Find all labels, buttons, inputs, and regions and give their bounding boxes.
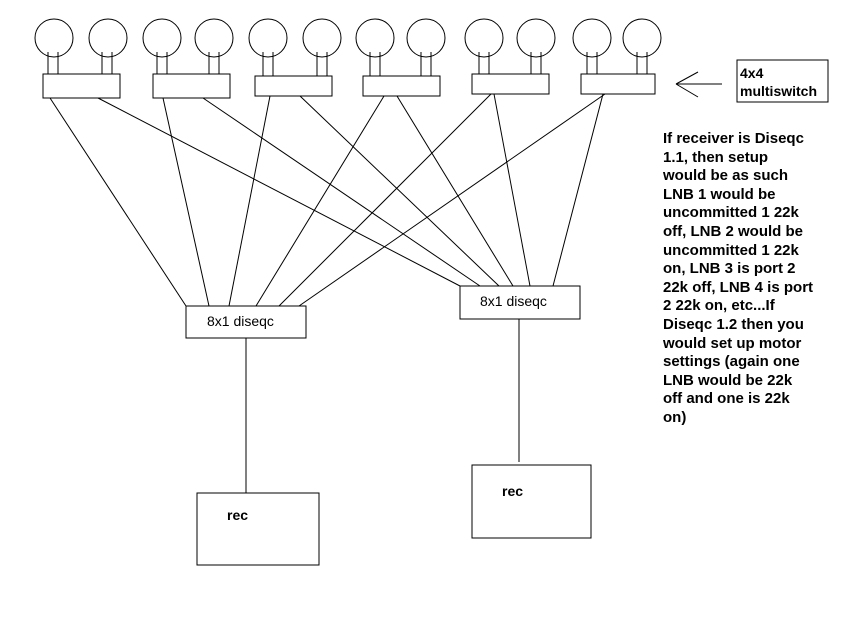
multiswitch-label-line2: multiswitch xyxy=(740,83,818,99)
note-line: off and one is 22k xyxy=(663,390,790,408)
wires-right-diseqc xyxy=(97,93,604,287)
note-line: 2 22k on, etc...If xyxy=(663,297,775,315)
dish-icon xyxy=(302,18,342,58)
note-line: If receiver is Diseqc xyxy=(663,130,804,147)
receiver-right-label: rec xyxy=(502,483,524,499)
dish-group-4 xyxy=(355,18,446,76)
receiver-left-box xyxy=(196,492,320,566)
diseqc-left-label: 8x1 diseqc xyxy=(207,313,274,329)
note-line: uncommitted 1 22k xyxy=(663,241,799,259)
dish-icon xyxy=(248,18,288,58)
dish-group-2 xyxy=(142,18,234,74)
dish-icon xyxy=(622,18,662,58)
note-line: on) xyxy=(663,408,687,426)
dish-icon xyxy=(516,18,556,58)
dish-icon xyxy=(464,18,504,58)
switch-box-1 xyxy=(42,73,121,99)
dish-icon xyxy=(406,18,446,58)
dish-group-1 xyxy=(34,18,128,74)
dish-icon xyxy=(572,18,612,58)
note-line: 1.1, then setup xyxy=(663,148,769,166)
switch-box-5 xyxy=(471,73,550,95)
switch-box-2 xyxy=(152,73,231,99)
dish-group-6 xyxy=(572,18,662,74)
dish-icon xyxy=(34,18,74,58)
switch-box-4 xyxy=(362,75,441,97)
switch-box-3 xyxy=(254,75,333,97)
receiver-right-box xyxy=(471,464,592,539)
diseqc-right-box xyxy=(459,285,581,320)
note-line: on, LNB 3 is port 2 xyxy=(663,260,796,278)
note-line: uncommitted 1 22k xyxy=(663,204,799,222)
note-line: off, LNB 2 would be xyxy=(663,222,803,240)
multiswitch-label: 4x4 multiswitch xyxy=(740,64,817,100)
dish-icon xyxy=(355,18,395,58)
dish-group-5 xyxy=(464,18,556,74)
dish-group-3 xyxy=(248,18,342,76)
wires-left-diseqc xyxy=(49,93,606,307)
note-line: 22k off, LNB 4 is port xyxy=(663,278,814,296)
dish-icon xyxy=(142,18,182,58)
receiver-left-label: rec xyxy=(227,507,249,523)
note-line: would be as such xyxy=(663,167,789,185)
note-line: LNB 1 would be xyxy=(663,185,776,203)
note-line: settings (again one xyxy=(663,353,800,371)
note-line: LNB would be 22k xyxy=(663,371,793,389)
multiswitch-label-line1: 4x4 xyxy=(740,65,764,81)
switch-box-6 xyxy=(580,73,656,95)
note-line: Diseqc 1.2 then you xyxy=(663,315,804,333)
dish-icon xyxy=(88,18,128,58)
multiswitch-label-box xyxy=(736,59,829,103)
diseqc-right-label: 8x1 diseqc xyxy=(480,293,547,309)
setup-note: If receiver is Diseqc 1.1, then setup wo… xyxy=(663,130,843,428)
arrow-left-icon xyxy=(675,71,722,98)
dish-icon xyxy=(194,18,234,58)
note-line: would set up motor xyxy=(663,334,802,352)
